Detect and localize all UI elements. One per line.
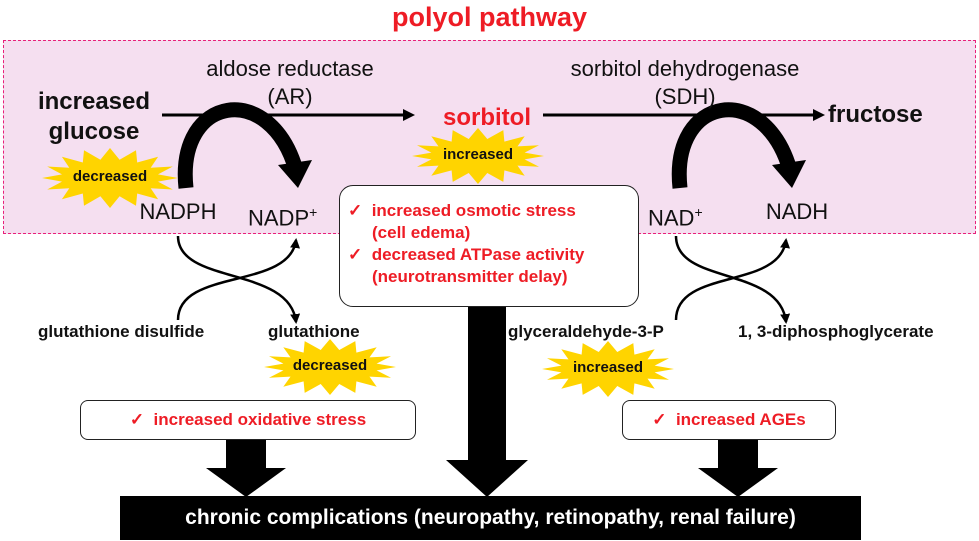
burst-label-nadph: decreased <box>72 168 148 185</box>
down-arrow-right <box>698 440 778 497</box>
nad-label: NAD+ <box>648 198 728 232</box>
burst-decreased-glutathione <box>264 339 396 395</box>
glutathione-label: glutathione <box>268 322 360 341</box>
mechanism-neurotransmitter-delay: (neurotransmitter delay) <box>372 267 568 286</box>
burst-shape <box>42 148 178 208</box>
burst-label-sorbitol: increased <box>442 146 514 163</box>
effect-oxidative-stress: ✓ increased oxidative stress <box>80 400 416 440</box>
arrow-nad-to-nadh <box>671 102 798 189</box>
arrow-nadph-to-nadp <box>177 102 304 189</box>
nadp-label: NADP+ <box>248 198 348 232</box>
effect-ages-text: increased AGEs <box>675 410 806 429</box>
nadp-superscript: + <box>309 204 318 220</box>
glucose-label-line1: increased <box>37 88 151 115</box>
enzyme-ar-abbr: (AR) <box>267 84 313 109</box>
check-icon: ✓ <box>348 245 363 264</box>
chronic-complications-bar: chronic complications (neuropathy, retin… <box>120 496 861 540</box>
burst-increased-glyceraldehyde <box>542 341 674 397</box>
sorbitol-label: sorbitol <box>443 104 531 131</box>
down-arrow-left <box>206 440 286 497</box>
nadh-label: NADH <box>765 199 829 224</box>
arrowhead-nadp <box>278 160 312 188</box>
diagram-title: polyol pathway <box>391 2 588 32</box>
fructose-label: fructose <box>828 101 923 128</box>
effect-ages: ✓ increased AGEs <box>622 400 836 440</box>
check-icon: ✓ <box>652 410 667 429</box>
burst-label-glyceraldehyde: increased <box>572 359 644 376</box>
check-icon: ✓ <box>348 201 363 220</box>
check-icon: ✓ <box>129 410 145 429</box>
effect-oxidative-text: increased oxidative stress <box>153 410 367 429</box>
arrow-glyceraldehyde-to-nadh <box>674 238 790 321</box>
enzyme-sdh-abbr: (SDH) <box>654 84 716 109</box>
burst-increased-sorbitol <box>412 128 544 184</box>
down-arrow-center <box>446 307 528 497</box>
nadph-label: NADPH <box>139 199 217 224</box>
mechanism-cell-edema: (cell edema) <box>372 223 471 242</box>
nad-text: NAD <box>648 205 695 231</box>
burst-shape <box>264 339 396 395</box>
burst-decreased-nadph <box>42 148 178 208</box>
diphosphoglycerate-label: 1, 3-diphosphoglycerate <box>738 322 934 341</box>
enzyme-ar-name: aldose reductase <box>206 56 374 81</box>
burst-shape <box>542 341 674 397</box>
mechanism-line1: increased osmotic stress <box>371 201 576 220</box>
nad-superscript: + <box>694 204 703 220</box>
burst-label-glutathione: decreased <box>292 357 368 374</box>
arrowhead-nadh <box>772 160 806 188</box>
arrow-nadph-to-glutathione <box>176 235 301 324</box>
arrow-nad-to-diphosphoglycerate <box>674 235 791 324</box>
glyceraldehyde-label: glyceraldehyde-3-P <box>508 322 664 341</box>
burst-shape <box>412 128 544 184</box>
enzyme-sdh-name: sorbitol dehydrogenase <box>570 56 800 81</box>
mechanism-atpase: ✓ decreased ATPase activity <box>348 244 630 266</box>
mechanisms-box: ✓ increased osmotic stress (cell edema) … <box>339 185 639 307</box>
glutathione-disulfide-label: glutathione disulfide <box>38 322 205 341</box>
mechanism-osmotic-stress: ✓ increased osmotic stress <box>348 200 630 222</box>
nadp-text: NADP <box>248 205 310 231</box>
mechanism-line3: decreased ATPase activity <box>371 245 585 264</box>
glucose-label-line2: glucose <box>48 118 140 145</box>
arrow-disulfide-to-nadp <box>176 238 300 321</box>
